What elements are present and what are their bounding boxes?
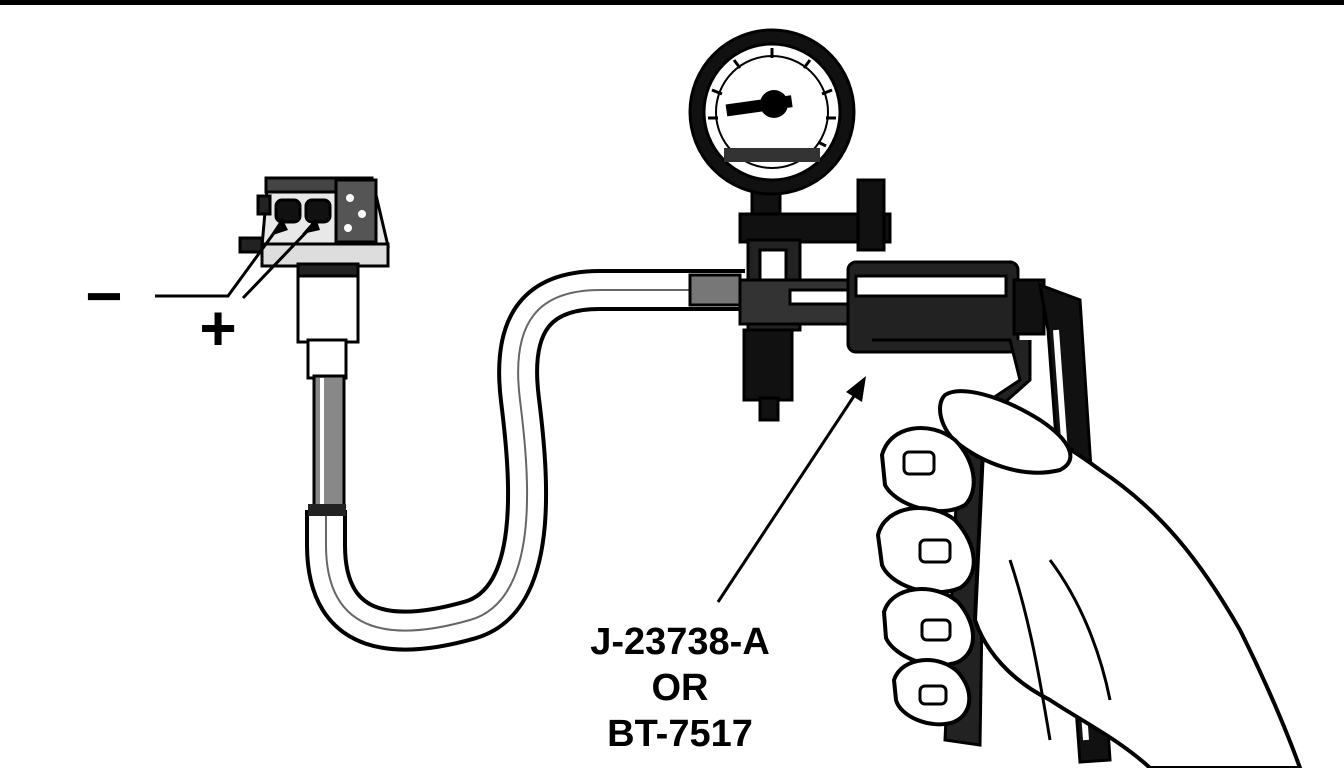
negative-terminal xyxy=(274,198,302,224)
plus-label: + xyxy=(199,292,236,364)
vacuum-hose xyxy=(305,269,745,652)
minus-label: − xyxy=(85,260,122,332)
vacuum-gauge xyxy=(688,28,856,196)
hand-palm xyxy=(972,405,1303,768)
tool-alt-number-label: BT-7517 xyxy=(607,713,753,755)
hand xyxy=(875,389,1303,768)
top-border xyxy=(0,0,1344,5)
tool-or-label: OR xyxy=(652,667,709,709)
tool-number-label: J-23738-A xyxy=(590,621,770,663)
positive-terminal xyxy=(304,198,332,224)
terminal-leader-lines xyxy=(155,220,318,300)
vacuum-switch xyxy=(238,176,390,510)
tool-leader-line xyxy=(716,376,866,603)
